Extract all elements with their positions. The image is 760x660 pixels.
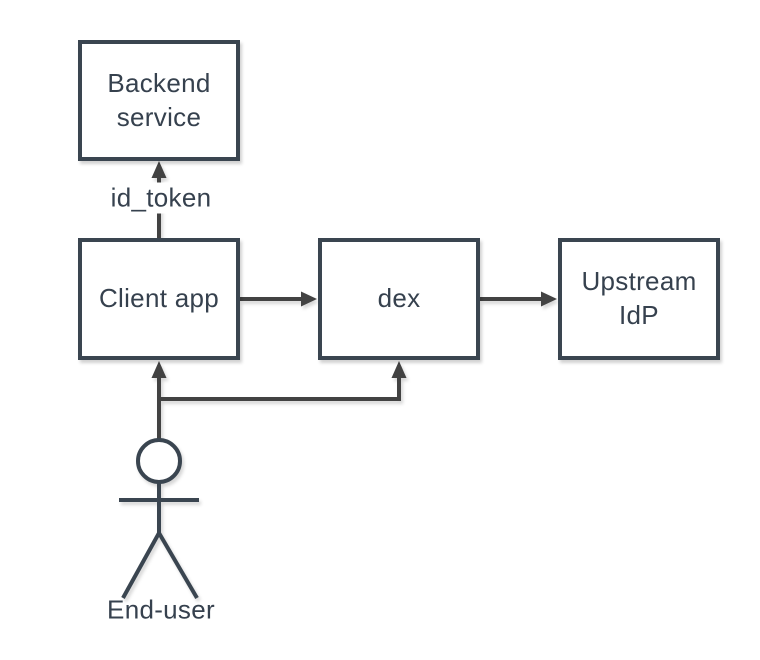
arrowhead-to-dex-bottom-icon (391, 361, 407, 378)
arrowhead-to-dex-icon (301, 291, 317, 307)
edge-label-id-token: id_token (105, 182, 217, 214)
actor-right-leg (157, 531, 199, 600)
node-upstream-idp: Upstream IdP (558, 238, 720, 360)
node-backend-service: Backend service (78, 40, 240, 161)
end-user-label: End-user (107, 594, 215, 625)
node-dex: dex (318, 238, 480, 360)
arrowheads (151, 161, 557, 378)
actor-head (136, 438, 182, 484)
actor-left-leg (121, 532, 161, 599)
arrowhead-to-backend-icon (151, 161, 167, 178)
arrowhead-to-upstream-icon (541, 291, 557, 307)
node-dex-label: dex (377, 283, 421, 314)
edge-enduser-to-dex-line (159, 377, 401, 401)
arrowhead-to-client-icon (151, 361, 167, 378)
end-user-actor-icon (119, 438, 199, 600)
node-backend-service-label: Backend service (107, 67, 211, 132)
node-upstream-idp-label: Upstream IdP (581, 266, 697, 330)
node-client-app-label: Client app (98, 283, 220, 314)
node-client-app: Client app (78, 238, 240, 360)
